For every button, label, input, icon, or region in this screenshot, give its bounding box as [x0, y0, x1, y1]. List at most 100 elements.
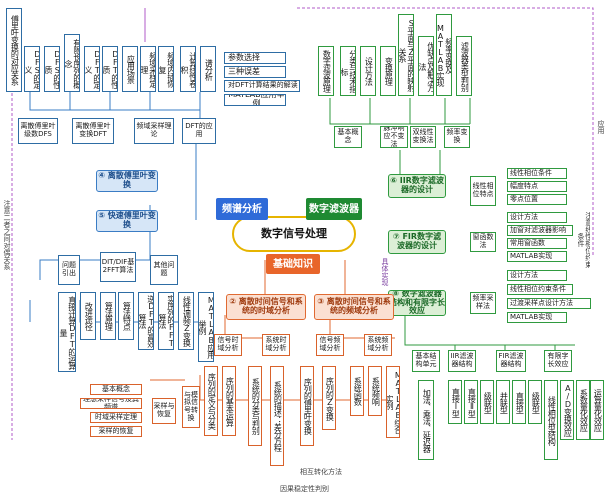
blue-top-5: DFT的性质: [102, 46, 118, 92]
spec-item-1: 三种误差: [224, 66, 286, 78]
l2-chapter[interactable]: ② 离散时间信号和系统的时域分析: [226, 294, 306, 320]
blue-mid-0: 离散傅里叶级数DFS: [18, 118, 58, 144]
fft-chapter[interactable]: ⑤ 快速傅里叶变换: [96, 210, 158, 232]
gb-10: 运算量化效应: [590, 380, 604, 440]
o-bot-0: 序列的定义与分类: [204, 366, 218, 436]
r1-2: 零点位置: [507, 194, 567, 205]
o-mid-3: 系统频域分析: [364, 334, 392, 356]
green-top-1: 分类与技术指标: [340, 46, 356, 96]
r2-2: 常用窗函数: [507, 238, 567, 249]
blue-top-9: 计算线性卷积: [180, 46, 196, 92]
green-top-7: 滤波器类型判别: [456, 36, 472, 96]
bh-3: 有限字长效应: [544, 350, 572, 372]
green-top-2: 设计方法: [360, 46, 376, 96]
blue-mid-2: 频域采样理论: [134, 118, 174, 144]
l3-chapter[interactable]: ③ 离散时间信号和系统的频域分析: [314, 294, 394, 320]
green-mid-3: 频率变换: [444, 126, 470, 148]
fft-mid-1: DIT/DIF基2FFT算法: [100, 252, 136, 282]
gb-8: A/D变换效应: [560, 380, 574, 440]
center-title: 数字信号处理: [261, 226, 327, 240]
dft-chapter[interactable]: ④ 离散傅里叶变换: [96, 170, 158, 192]
o-group-1: 与模拟信号转换: [182, 386, 200, 428]
o-left-2: 时域采样定理: [90, 412, 142, 423]
caption-causal: 因果稳定性判别: [280, 485, 329, 493]
r2-3: MATLAB实现: [507, 251, 567, 262]
o-bot-7: 系统频响: [368, 366, 382, 416]
green-top-0: 数字滤波原理: [318, 46, 334, 96]
gb-4: 并联型: [496, 380, 510, 424]
spec-item-0: 参数选择: [224, 52, 286, 64]
blue-top-3: 有限长序列的概念: [64, 34, 80, 92]
fft-bot-4: 逆DFT的高效算法: [138, 292, 154, 350]
r2-1: 加窗对滤波器影响: [507, 225, 573, 236]
side-note-right: 应用: [597, 120, 605, 134]
gb-3: 级联型: [480, 380, 494, 424]
hub-spectrum[interactable]: 频谱分析: [216, 198, 268, 220]
green-mid-0: 基本概念: [334, 126, 362, 148]
r1-0: 线性相位条件: [507, 168, 567, 179]
fft-bot-6: 线性调频Z变换: [178, 292, 194, 350]
o-bot-8: MATLAB综合实例: [386, 366, 400, 438]
green-mid-2: 双线性变换法: [410, 126, 436, 148]
blue-top-10: 谱分析: [200, 46, 216, 92]
gb-9: 系数量化效应: [576, 380, 590, 440]
side-note-left: 注意二者之间对偶关系: [3, 200, 11, 270]
blue-top-6: 应用场景: [122, 46, 138, 92]
green-top-4: S平面与Z平面的映射关系: [398, 14, 414, 96]
gb-7: 线性相位型结构: [544, 380, 558, 460]
o-bot-2: 系统的分类与判别: [248, 366, 262, 446]
o-bot-1: 序列的基本运算: [222, 366, 236, 436]
hub-basic[interactable]: 基础知识: [266, 254, 320, 274]
green-top-5: 优缺点及解决方法: [418, 36, 434, 96]
blue-top-2: DFS的性质: [44, 46, 60, 92]
constraint-note: 注意线性相位约束条件: [578, 212, 590, 268]
fir-chapter[interactable]: ⑦ FIR数字滤波器的设计: [388, 230, 446, 254]
r3-2: 过渡采样点设计方法: [507, 298, 591, 309]
o-group-0: 采样与恢复: [152, 398, 176, 424]
blue-top-1: DFS的定义: [24, 46, 40, 92]
spec-item-2: 对DFT计算结果的解读: [224, 80, 300, 92]
o-left-1: 理想采样信号及其频谱: [80, 398, 142, 409]
r1-1: 幅度特点: [507, 181, 567, 192]
blue-mid-3: DFT的应用: [182, 118, 216, 144]
fft-bot-7: MATLAB应用举例: [198, 292, 214, 362]
caption-convert: 相互转化方法: [300, 468, 342, 476]
hub-filter[interactable]: 数字滤波器: [306, 198, 362, 220]
o-bot-4: 序列的傅里叶变换: [300, 366, 314, 446]
struct-chapter[interactable]: ⑧ 数字滤波器结构和有限字长效应: [388, 290, 446, 316]
r3-3: MATLAB实现: [507, 312, 567, 323]
bh-1: IIR滤波器结构: [448, 350, 476, 372]
r3-1: 线性相位约束条件: [507, 284, 573, 295]
gb-5: 直接型: [512, 380, 526, 424]
fft-mid-0: 问题引出: [58, 255, 80, 285]
green-mid-1: 脉冲响应不变法: [380, 126, 408, 148]
gb-2: 直接Ⅱ型: [464, 380, 478, 424]
cat-0: 线性相位特点: [470, 176, 496, 206]
fft-bot-5: 实序列的FFT算法: [158, 292, 174, 350]
r3-0: 设计方法: [507, 270, 567, 281]
green-top-3: 变换原理: [380, 46, 396, 96]
green-top-6: 频率变换及MATLAB实现: [436, 14, 452, 96]
center-ellipse: 数字信号处理: [232, 216, 356, 252]
o-mid-0: 信号时域分析: [214, 334, 242, 356]
r2-0: 设计方法: [507, 212, 567, 223]
cat-2: 频率采样法: [470, 292, 496, 314]
o-mid-2: 信号频域分析: [316, 334, 344, 356]
fft-mid-2: 其他问题: [150, 255, 178, 285]
bh-2: FIR滤波器结构: [496, 350, 526, 372]
fft-bot-1: 改进途径: [80, 292, 96, 340]
blue-top-7: 频域采样定理: [140, 46, 156, 92]
gb-0: 加法、乘法、延迟器: [418, 380, 434, 460]
cat-1: 窗函数法: [470, 232, 496, 252]
fft-bot-2: 算法原理: [100, 292, 116, 340]
blue-top-4: DFT的定义: [84, 46, 100, 92]
blue-top-8: 频域内插恢复: [158, 46, 174, 92]
blue-top-0: 傅里叶变换的对应关系: [6, 8, 22, 92]
bh-0: 基本结构单元: [412, 350, 440, 372]
blue-mid-1: 离散傅里叶变换DFT: [72, 118, 114, 144]
gb-6: 级联型: [528, 380, 542, 424]
side-note-mid: 具体实现: [381, 258, 389, 286]
o-bot-6: 系统函数: [350, 366, 364, 416]
o-bot-3: 系统的描述：差分方程: [270, 366, 284, 466]
iir-chapter[interactable]: ⑥ IIR数字滤波器的设计: [388, 174, 446, 198]
